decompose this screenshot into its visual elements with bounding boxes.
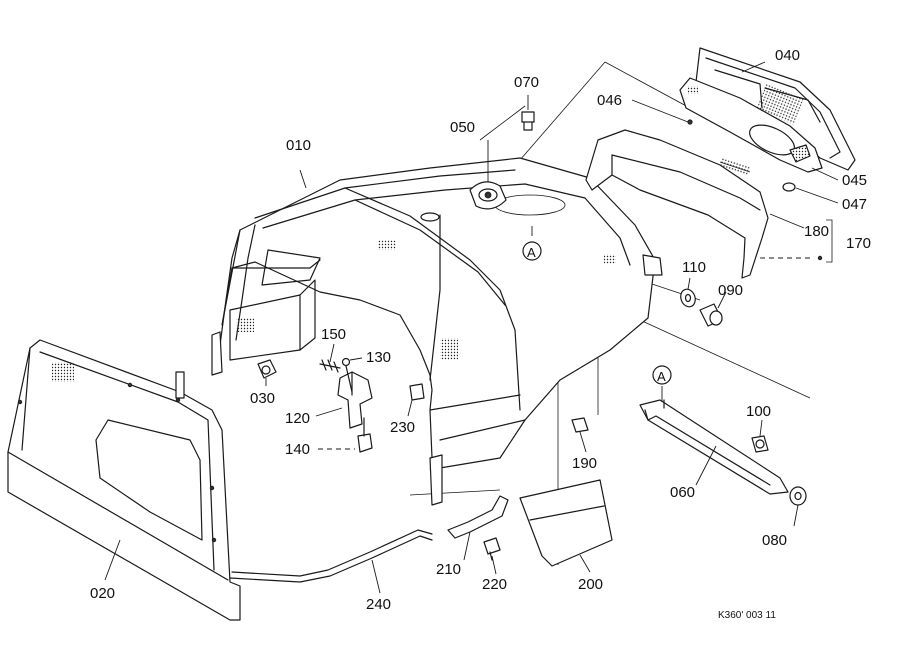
lid-part-040 <box>679 47 856 192</box>
panel-part-180 <box>585 129 769 279</box>
marker-a-hood-label: A <box>527 245 536 260</box>
nut-part-030 <box>257 359 277 379</box>
hood-part-010 <box>211 157 663 506</box>
label-110: 110 <box>682 259 706 276</box>
label-150: 150 <box>321 326 346 343</box>
marker-a-hood: A <box>522 241 542 261</box>
bolt-part-190 <box>571 417 589 433</box>
bolt-part-220 <box>483 537 501 561</box>
label-230: 230 <box>390 419 415 436</box>
panel-part-020 <box>7 339 241 621</box>
washer-part-080 <box>789 486 807 506</box>
bolt-part-070 <box>521 111 535 131</box>
rod-part-240 <box>229 529 433 583</box>
marker-a-rail-label: A <box>657 369 666 384</box>
nut-part-230 <box>409 383 425 401</box>
label-210: 210 <box>436 561 461 578</box>
label-047: 047 <box>842 196 867 213</box>
bolt-part-090 <box>699 303 723 327</box>
label-180: 180 <box>804 223 829 240</box>
label-080: 080 <box>762 532 787 549</box>
label-010: 010 <box>286 137 311 154</box>
label-100: 100 <box>746 403 771 420</box>
label-140: 140 <box>285 441 310 458</box>
label-090: 090 <box>718 282 743 299</box>
label-130: 130 <box>366 349 391 366</box>
drawing-code: K360' 003 11 <box>718 610 776 621</box>
bracket-170 <box>760 219 833 263</box>
label-120: 120 <box>285 410 310 427</box>
label-240: 240 <box>366 596 391 613</box>
label-020: 020 <box>90 585 115 602</box>
cover-part-200 <box>519 479 613 567</box>
label-170: 170 <box>846 235 871 252</box>
rail-part-060 <box>639 399 789 495</box>
part-labels: 010 020 030 040 045 046 047 050 060 070 … <box>90 47 871 613</box>
label-040: 040 <box>775 47 800 64</box>
clip-part-210 <box>447 495 509 539</box>
label-200: 200 <box>578 576 603 593</box>
label-220: 220 <box>482 576 507 593</box>
leader-lines <box>104 61 839 594</box>
label-190: 190 <box>572 455 597 472</box>
washer-part-110 <box>680 288 696 308</box>
label-030: 030 <box>250 390 275 407</box>
label-060: 060 <box>670 484 695 501</box>
cap-part-050 <box>469 181 507 210</box>
latch-assembly <box>319 357 373 453</box>
label-045: 045 <box>842 172 867 189</box>
label-046: 046 <box>597 92 622 109</box>
nut-part-100 <box>751 435 769 453</box>
label-070: 070 <box>514 74 539 91</box>
marker-a-rail: A <box>652 365 672 385</box>
label-050: 050 <box>450 119 475 136</box>
